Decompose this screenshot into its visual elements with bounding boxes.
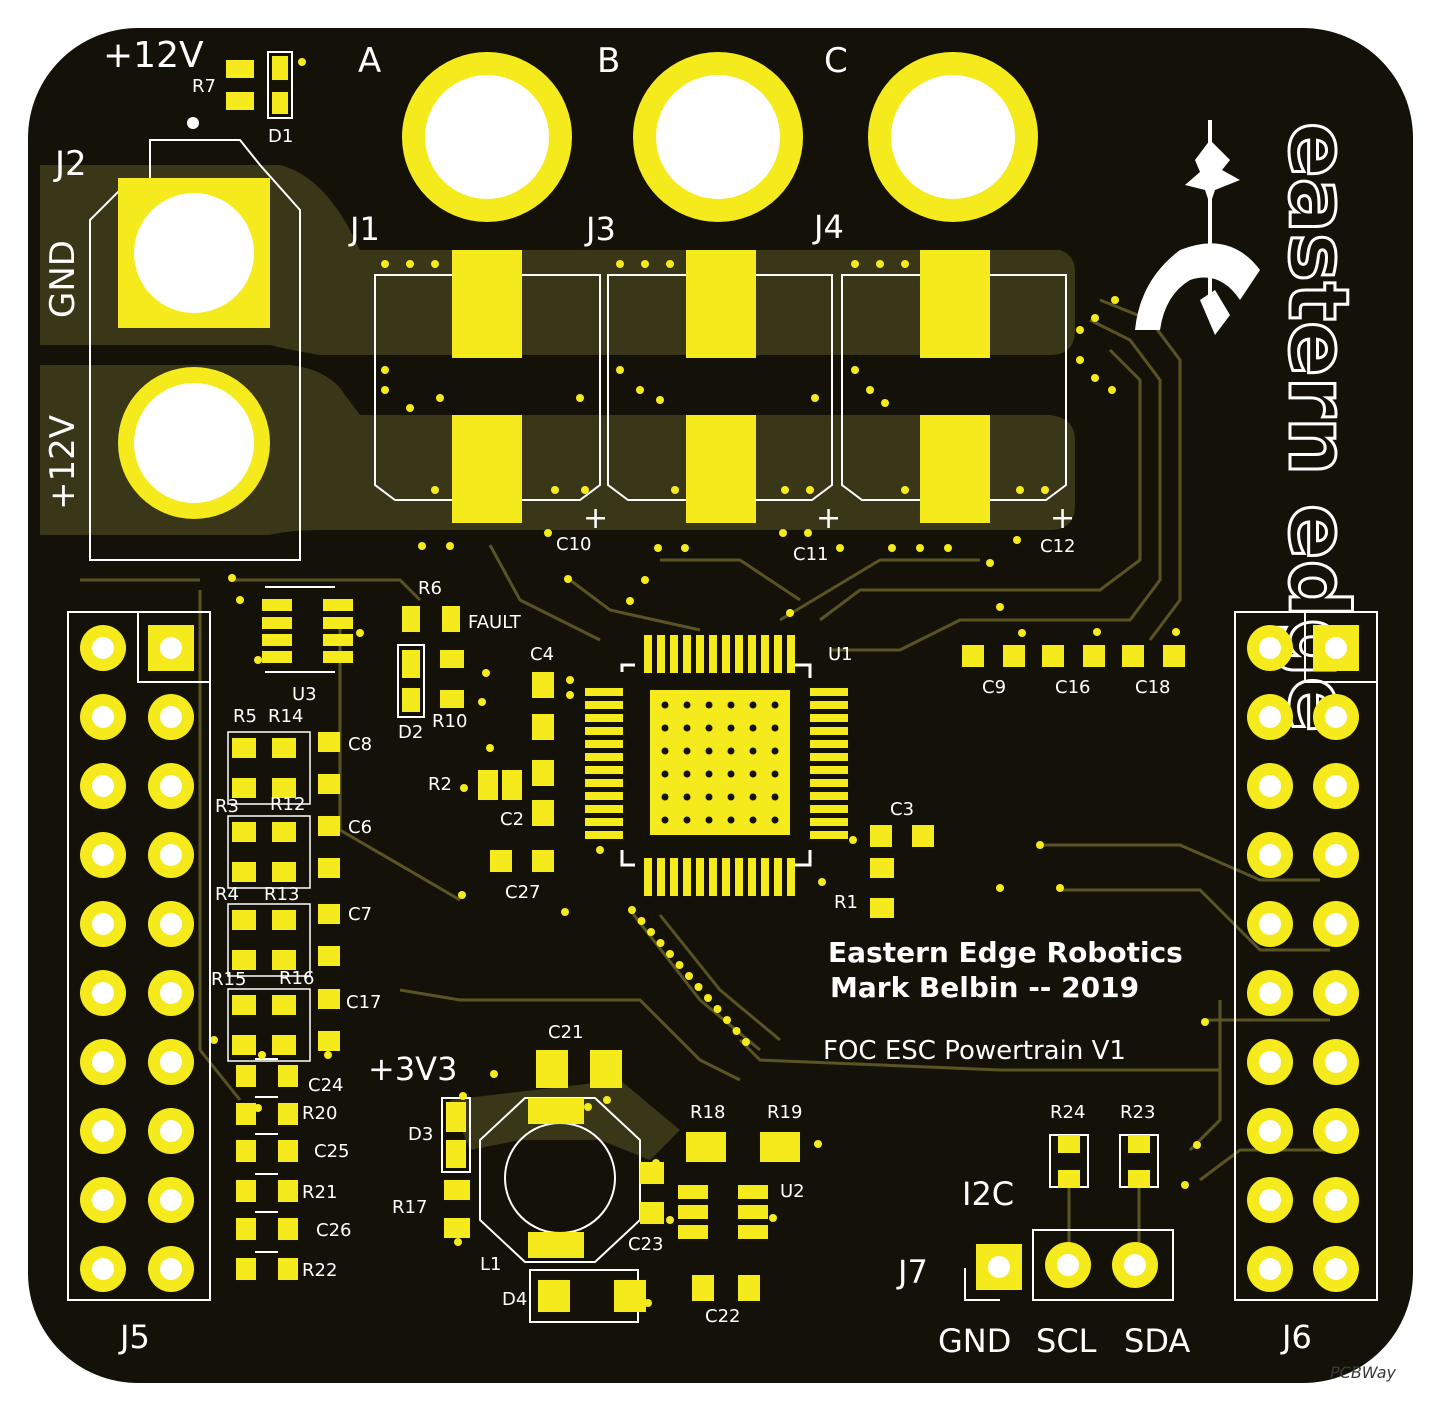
j3-label: J3 [584, 210, 616, 248]
r1-label: R1 [834, 892, 858, 913]
c24-label: C24 [308, 1075, 343, 1096]
j7-label: J7 [896, 1253, 928, 1291]
r21-label: R21 [302, 1182, 337, 1203]
u1-label: U1 [828, 644, 853, 665]
mosfet-bridges [374, 250, 1119, 552]
copper-traces [80, 298, 1330, 1182]
power-pours [40, 165, 1075, 1160]
c23-label: C23 [628, 1234, 663, 1255]
c26-label: C26 [316, 1220, 351, 1241]
c2-label: C2 [500, 809, 524, 830]
v3v3-label: +3V3 [368, 1050, 457, 1088]
d1-label: D1 [268, 126, 293, 147]
c6-label: C6 [348, 817, 372, 838]
i2c-sda-label: SDA [1124, 1322, 1190, 1360]
r6-label: R6 [418, 578, 442, 599]
c27-label: C27 [505, 882, 540, 903]
r15-label: R15 [211, 969, 246, 990]
c12-plus-mark: + [1050, 501, 1075, 536]
r20-label: R20 [302, 1103, 337, 1124]
phase-c-label: C [824, 41, 848, 81]
d4-label: D4 [502, 1289, 527, 1310]
u3-label: U3 [292, 684, 317, 705]
pcbway-watermark: PCBWay [1330, 1363, 1397, 1382]
r7-d1-parts [226, 51, 306, 119]
j6-header [1234, 611, 1378, 1301]
left-passive-array [210, 731, 340, 1280]
d2-label: D2 [398, 722, 423, 743]
c3-r1-parts [818, 825, 1064, 918]
c16-label: C16 [1055, 677, 1090, 698]
r23-label: R23 [1120, 1102, 1155, 1123]
r19-label: R19 [767, 1102, 802, 1123]
c21-label: C21 [548, 1022, 583, 1043]
r18-label: R18 [690, 1102, 725, 1123]
fault-led-parts [397, 606, 490, 718]
v12-top-label: +12V [103, 35, 204, 76]
c10-plus-mark: + [583, 501, 608, 536]
c7-label: C7 [348, 904, 372, 925]
c3-label: C3 [890, 799, 914, 820]
j5-header [67, 611, 211, 1301]
c8-label: C8 [348, 734, 372, 755]
c11-label: C11 [793, 544, 828, 565]
j7-i2c-header [964, 1229, 1174, 1301]
c22-label: C22 [705, 1306, 740, 1327]
v12-side-label: +12V [43, 415, 83, 510]
credits-line2: Mark Belbin -- 2019 [830, 971, 1139, 1004]
buck-regulator [441, 1050, 822, 1323]
j6-label: J6 [1280, 1318, 1312, 1356]
credits-line1: Eastern Edge Robotics [828, 936, 1183, 969]
fault-label: FAULT [468, 612, 522, 633]
u3-chip [228, 574, 364, 673]
d3-label: D3 [408, 1124, 433, 1145]
u1-support-passives [458, 672, 604, 916]
gnd-power-label: GND [43, 240, 83, 318]
phase-terminals [402, 52, 1038, 222]
c10-label: C10 [556, 534, 591, 555]
r2-label: R2 [428, 774, 452, 795]
via-diagonal-row [628, 906, 750, 1046]
c25-label: C25 [314, 1141, 349, 1162]
r13-label: R13 [264, 884, 299, 905]
r17-label: R17 [392, 1197, 427, 1218]
phase-a-label: A [358, 41, 381, 81]
r22-label: R22 [302, 1260, 337, 1281]
r7-label: R7 [192, 76, 216, 97]
c11-plus-mark: + [816, 501, 841, 536]
u2-label: U2 [780, 1181, 805, 1202]
r12-label: R12 [270, 794, 305, 815]
c4-label: C4 [530, 644, 554, 665]
l1-label: L1 [480, 1254, 501, 1275]
c17-label: C17 [346, 992, 381, 1013]
r5-label: R5 [233, 706, 257, 727]
r4-label: R4 [215, 884, 239, 905]
i2c-title: I2C [962, 1175, 1014, 1213]
c18-label: C18 [1135, 677, 1170, 698]
r14-label: R14 [268, 706, 303, 727]
j4-label: J4 [812, 208, 844, 246]
i2c-pullups [1049, 1018, 1209, 1250]
r3-label: R3 [215, 796, 239, 817]
j1-label: J1 [348, 210, 380, 248]
r16-label: R16 [279, 968, 314, 989]
c9-label: C9 [982, 677, 1006, 698]
decoupling-caps-right [564, 559, 1185, 667]
j2-power-connector [89, 117, 301, 561]
j5-label: J5 [118, 1318, 150, 1356]
u1-mcu [585, 635, 848, 896]
phase-b-label: B [597, 41, 620, 81]
i2c-scl-label: SCL [1036, 1322, 1097, 1360]
r10-label: R10 [432, 711, 467, 732]
credits-line3: FOC ESC Powertrain V1 [823, 1036, 1126, 1066]
c12-label: C12 [1040, 536, 1075, 557]
i2c-gnd-label: GND [938, 1322, 1011, 1360]
r24-label: R24 [1050, 1102, 1085, 1123]
j2-label: J2 [53, 144, 87, 184]
